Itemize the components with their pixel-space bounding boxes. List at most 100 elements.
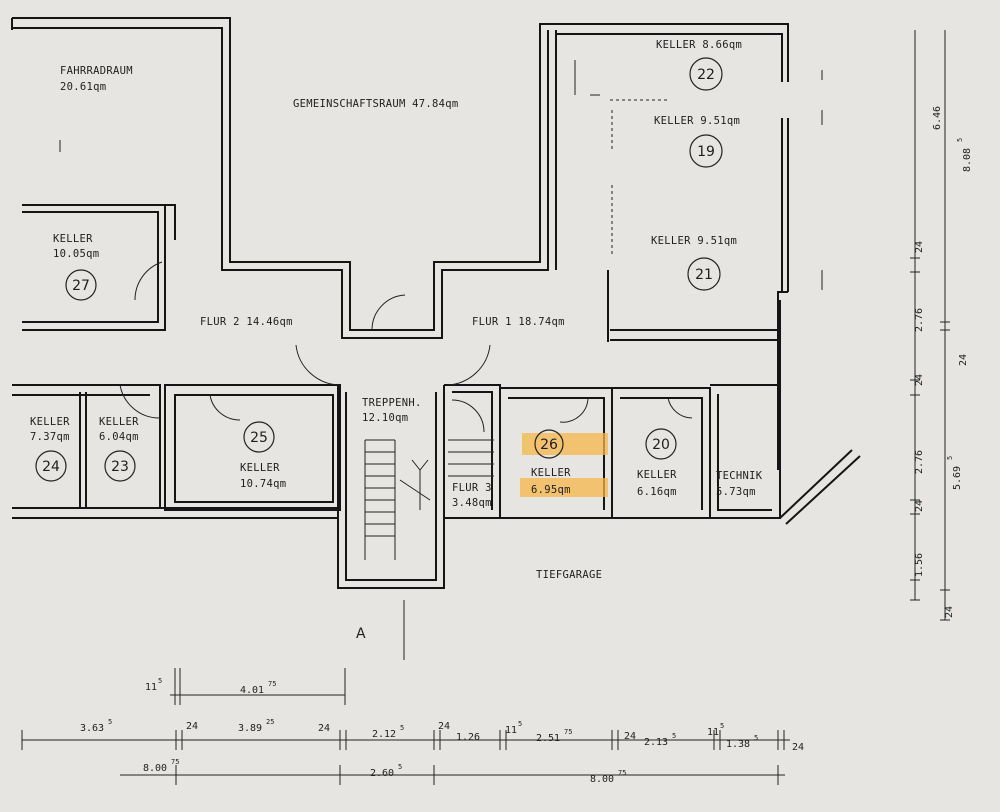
dim-2-76-a: 2.76 [914, 308, 925, 332]
dim-8-00-b: 8.00 [590, 774, 614, 785]
keller27-area: 10.05qm [53, 248, 99, 260]
dim-2-51: 2.51 [536, 733, 560, 744]
dim-24-j: 24 [792, 742, 804, 753]
dim-11-a: 11 [145, 682, 157, 693]
wall-stairwell [337, 385, 445, 589]
dim-8-08-sup: 5 [956, 138, 964, 142]
dim-24-f: 24 [186, 721, 198, 732]
dim-24-b: 24 [958, 354, 969, 366]
wall-keller27-door [157, 204, 176, 260]
flur1-label: FLUR 1 18.74qm [472, 316, 565, 328]
dim-24-h: 24 [438, 721, 450, 732]
flur2-label: FLUR 2 14.46qm [200, 316, 293, 328]
wall-keller20 [612, 387, 711, 519]
wall-top-left [12, 17, 560, 331]
flur3-name: FLUR 3 [452, 482, 492, 494]
dim-1-38: 1.38 [726, 739, 750, 750]
right-dimensions: 6.46 8.08 5 24 2.76 24 24 2.76 5.69 5 24… [910, 30, 973, 621]
keller25-number: 25 [250, 430, 268, 446]
dim-11-a-sup: 5 [158, 677, 162, 685]
keller25-number-circle [243, 421, 275, 453]
dim-24-a: 24 [914, 241, 925, 253]
dim-2-60-sup: 5 [398, 763, 402, 771]
keller19-number-circle [689, 134, 723, 168]
wall-flur3 [444, 384, 501, 519]
door-arc-flur3 [451, 399, 485, 433]
door-arc-flur1 [447, 344, 491, 386]
dim-8-08: 8.08 [962, 148, 973, 172]
keller20-number-circle [645, 428, 677, 460]
keller23-name: KELLER [99, 416, 139, 428]
keller20-area: 6.16qm [637, 486, 677, 498]
door-arc-keller25 [209, 394, 241, 421]
dim-6-46: 6.46 [932, 106, 943, 130]
keller23-area: 6.04qm [99, 431, 139, 443]
wall-right-top [556, 23, 789, 82]
flur3-area: 3.48qm [452, 497, 492, 509]
door-arc-keller26 [559, 397, 589, 423]
dim-24-d: 24 [914, 500, 925, 512]
dim-1-38-sup: 5 [754, 734, 758, 742]
keller22-number: 22 [697, 67, 715, 83]
door-arc-flur2 [295, 344, 341, 386]
wall-technik [710, 384, 781, 519]
keller24-number-circle [35, 450, 67, 482]
keller26-name: KELLER [531, 467, 571, 479]
dim-24-e: 24 [944, 606, 955, 618]
keller27-name: KELLER [53, 233, 93, 245]
dim-5-69-sup: 5 [946, 456, 954, 460]
wall-keller26-20 [500, 387, 613, 519]
keller23-number: 23 [111, 459, 129, 475]
keller22-label: KELLER 8.66qm [656, 39, 742, 51]
dim-1-56: 1.56 [914, 553, 925, 577]
keller24-number: 24 [42, 459, 60, 475]
keller21-number-circle [687, 257, 721, 291]
dim-3-89: 3.89 [238, 723, 262, 734]
wall-keller27 [22, 204, 166, 331]
keller24-name: KELLER [30, 416, 70, 428]
dim-5-69: 5.69 [952, 466, 963, 490]
fahrradraum-area: 20.61qm [60, 81, 106, 93]
wall-flur1-top [610, 329, 780, 341]
keller26-number: 26 [540, 437, 558, 453]
dim-24-g: 24 [318, 723, 330, 734]
dim-3-63: 3.63 [80, 723, 104, 734]
highlight-keller26-number [522, 433, 608, 455]
keller22-number-circle [689, 57, 723, 91]
door-arc-keller27 [134, 261, 163, 301]
walls [11, 17, 861, 660]
dim-8-00-a-sup: 75 [171, 758, 179, 766]
dim-2-76-b: 2.76 [914, 450, 925, 474]
keller26-number-circle [534, 429, 564, 459]
dim-24-c: 24 [914, 374, 925, 386]
room-labels: FAHRRADRAUM 20.61qm GEMEINSCHAFTSRAUM 47… [30, 39, 763, 642]
dim-1-26: 1.26 [456, 732, 480, 743]
door-arc-keller23 [119, 384, 161, 419]
bottom-dimensions: 11 5 4.01 75 3.63 5 24 3.89 25 24 2.12 5… [21, 668, 804, 785]
dim-4-01-sup: 75 [268, 680, 276, 688]
section-marker: A [356, 626, 366, 642]
dim-11-b: 11 [505, 725, 517, 736]
technik-name: TECHNIK [716, 470, 763, 482]
dim-2-13: 2.13 [644, 737, 668, 748]
keller24-area: 7.37qm [30, 431, 70, 443]
dim-11-c: 11 [707, 727, 719, 738]
dim-24-i: 24 [624, 731, 636, 742]
dim-3-89-sup: 25 [266, 718, 274, 726]
dim-8-00-b-sup: 75 [618, 769, 626, 777]
door-arc-flur [371, 294, 406, 331]
dim-11-b-sup: 5 [518, 720, 522, 728]
staircase [364, 439, 494, 560]
keller21-label: KELLER 9.51qm [651, 235, 737, 247]
keller19-number: 19 [697, 144, 715, 160]
keller25-name: KELLER [240, 462, 280, 474]
treppenhaus-name: TREPPENH. [362, 397, 422, 409]
dim-4-01: 4.01 [240, 685, 264, 696]
keller19-label: KELLER 9.51qm [654, 115, 740, 127]
dim-8-00-a: 8.00 [143, 763, 167, 774]
dim-2-12: 2.12 [372, 729, 396, 740]
dim-11-c-sup: 5 [720, 722, 724, 730]
keller20-name: KELLER [637, 469, 677, 481]
partition-marks [574, 60, 823, 290]
keller26-area: 6.95qm [531, 484, 571, 496]
